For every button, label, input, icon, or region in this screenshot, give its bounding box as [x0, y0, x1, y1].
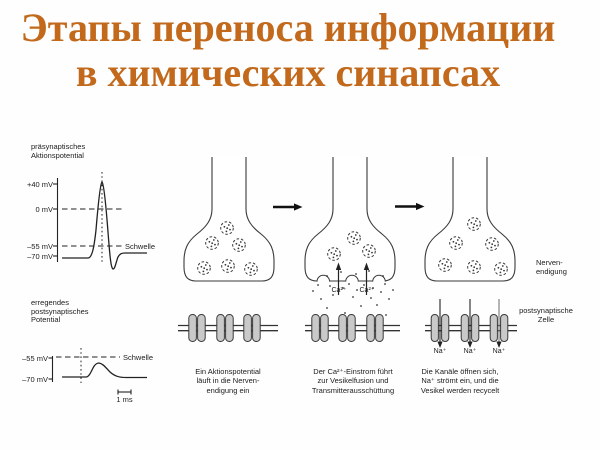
closed-channel [311, 313, 329, 343]
step-arrow-2 [395, 202, 425, 211]
ap-graph-label: präsynaptisches Aktionspotential [31, 142, 86, 160]
closed-channel [338, 313, 356, 343]
ca-ion-label: Ca²⁺ [331, 286, 347, 294]
nerve-ending-label: Nerven- endigung [536, 258, 567, 276]
postsynaptic-membrane-3 [425, 299, 517, 348]
ca-ion-label: Ca²⁺ [359, 286, 375, 294]
calcium-influx-arrows [335, 262, 370, 295]
postsynaptic-cell-label: postsynaptische Zelle [519, 306, 573, 324]
caption-step-2: Der Ca²⁺-Einstrom führt zur Vesikelfusio… [311, 367, 395, 395]
caption-step-3: Die Kanäle öffnen sich, Na⁺ strömt ein, … [420, 367, 500, 395]
closed-channel [216, 313, 234, 343]
epsp-trace [62, 362, 147, 379]
epsp-graph-plot [48, 348, 147, 395]
time-scale-label: 1 ms [116, 395, 133, 404]
na-ion-label: Na⁺ [463, 348, 477, 355]
ap-tick-0: 0 mV [35, 204, 53, 214]
ap-tick-minus55: –55 mV [27, 241, 53, 251]
nerve-terminal-3 [424, 157, 516, 282]
fusing-vesicle-omegas [316, 274, 386, 282]
na-ion-label: Na⁺ [492, 348, 506, 355]
ap-graph-plot [53, 172, 147, 270]
ap-tick-minus70: –70 mV [27, 251, 53, 261]
slide-title-line2: в химических синапсах [75, 50, 501, 95]
nerve-terminal-1 [183, 157, 275, 282]
epsp-threshold-label: Schwelle [123, 352, 154, 362]
step-arrow-1 [273, 203, 303, 211]
closed-channel [243, 313, 261, 343]
sodium-influx-arrows [437, 299, 502, 348]
slide-title-line1: Этапы переноса информации [20, 5, 556, 50]
postsynaptic-membrane-1 [178, 313, 278, 343]
epsp-graph-label: erregendes postsynaptisches Potential [31, 298, 89, 324]
nerve-terminal-2 [304, 157, 396, 321]
closed-channel [366, 313, 384, 343]
epsp-tick-minus55: –55 mV [22, 353, 48, 363]
action-potential-trace [62, 181, 147, 270]
na-ion-label: Na⁺ [433, 348, 447, 355]
caption-step-1: Ein Aktionspotential läuft in die Nerven… [195, 367, 261, 395]
closed-channel [188, 313, 206, 343]
postsynaptic-membrane-2 [305, 313, 400, 343]
slide-title: Этапы переноса информации в химических с… [18, 5, 558, 95]
epsp-tick-minus70: –70 mV [22, 374, 48, 384]
ap-threshold-label: Schwelle [125, 241, 156, 251]
ap-tick-plus40: +40 mV [26, 179, 53, 189]
